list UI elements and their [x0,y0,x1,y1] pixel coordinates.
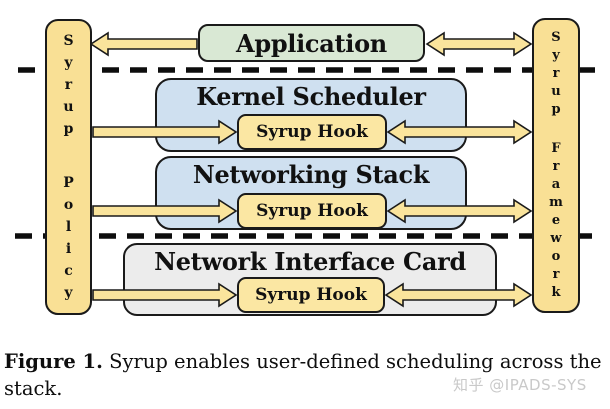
bar-letter: o [63,197,74,213]
application-label: Application [236,28,387,58]
bar-letter: r [552,267,560,282]
bar-letter: u [551,84,561,99]
watermark: 知乎 @IPADS-SYS [453,376,587,394]
bar-letter: y [64,55,73,71]
bar-letter: r [64,77,73,93]
syrup-hook-networking-stack: Syrup Hook [237,193,387,229]
application-box: Application [198,24,425,62]
bar-letter: e [551,213,561,228]
bar-letter: c [64,263,73,279]
bar-letter: u [63,99,74,115]
bar-letter: S [551,30,561,45]
bar-letter: F [551,141,561,156]
syrup-hook-kernel-scheduler: Syrup Hook [237,114,387,150]
bar-letter: p [63,121,74,137]
bar-letter: r [552,159,560,174]
bar-letter: k [551,285,561,300]
bar-letter: l [65,219,72,235]
bar-letter: o [551,249,561,264]
figure-caption: Figure 1. Syrup enables user-defined sch… [4,348,608,402]
figure-caption-label: Figure 1. [4,350,103,373]
bar-letter: a [551,177,561,192]
networking-stack-label: Networking Stack [192,160,430,189]
bar-letter: w [550,231,562,246]
bar-letter: y [552,48,560,63]
bar-letter: i [65,241,72,257]
arrow-application-framework [425,31,533,57]
bar-letter: p [551,102,561,117]
syrup-hook-nic: Syrup Hook [237,277,385,313]
bar-letter: r [552,66,560,81]
bar-letter: m [549,195,563,210]
bar-letter: S [63,33,74,49]
network-interface-card-label: Network Interface Card [154,247,466,276]
arrow-application-to-policy [89,31,198,57]
bar-letter: P [63,175,74,191]
figure-caption-text: Syrup enables user-defined scheduling ac… [4,350,602,400]
bar-letter: y [64,285,73,301]
kernel-scheduler-label: Kernel Scheduler [196,82,426,111]
